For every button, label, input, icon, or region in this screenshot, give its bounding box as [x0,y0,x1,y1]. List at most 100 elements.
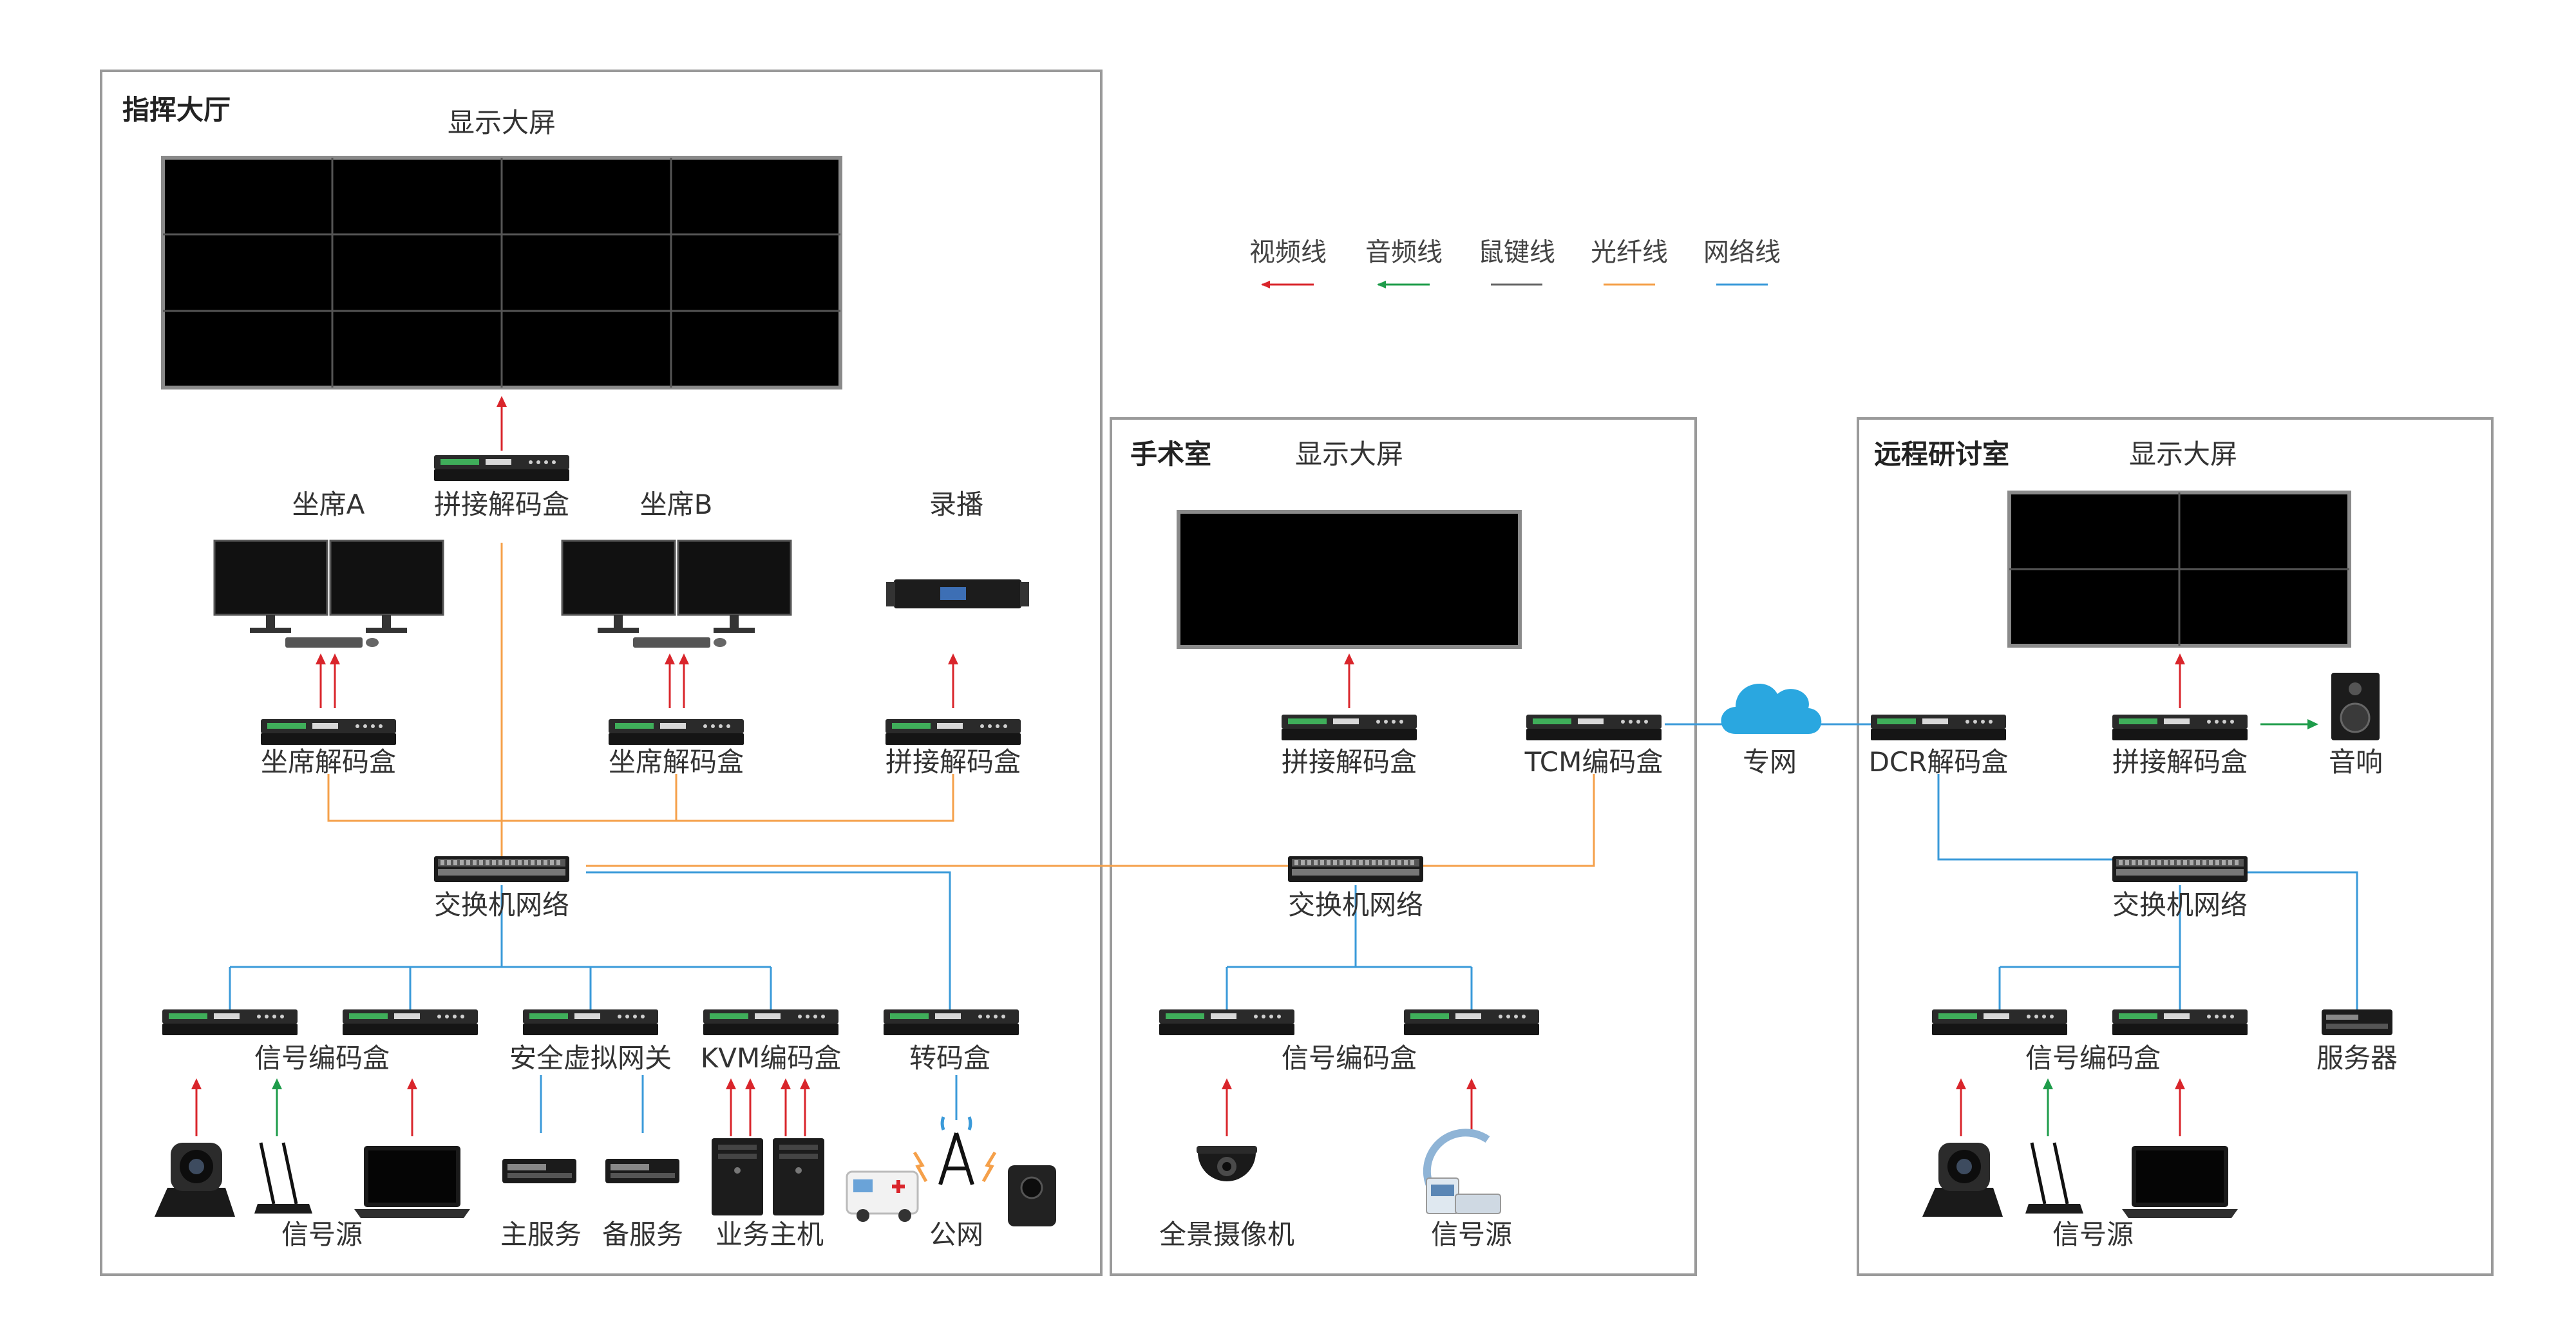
remote-switch [2112,856,2248,882]
host-tower-icon-1 [712,1138,763,1215]
remote-splice-decoder [2112,715,2248,740]
seat-b-label: 坐席B [640,489,713,520]
net-line-dcr-to-switch [1937,774,2112,861]
command-switch-label: 交换机网络 [434,889,569,921]
body-camera-icon [1008,1165,1056,1226]
cloud-icon [1721,683,1822,734]
backup-service-label: 备服务 [602,1219,683,1250]
surgery-screen [1177,510,1522,649]
panoramic-camera-label: 全景摄像机 [1159,1219,1294,1250]
backup-server-icon [605,1159,679,1183]
surgery-screen-label: 显示大屏 [1295,438,1403,470]
tcm-encoder-label: TCM编码盒 [1524,746,1663,778]
arrowhead [272,1078,282,1089]
recorder-device [886,579,1029,608]
arrowhead [948,653,958,664]
command-video-wall [161,156,842,389]
host-tower-icon-2 [773,1138,824,1215]
arrowhead [679,653,689,664]
dome-camera-icon [1197,1146,1257,1181]
legend: 视频线 音频线 鼠键线 光纤线 网络线 [1249,238,1781,288]
seat-b-decoder [609,719,744,745]
arrowhead [497,396,507,407]
arrowhead [330,653,340,664]
command-switch [434,856,569,882]
arrowhead [1956,1078,1966,1089]
arrowhead [1466,1078,1477,1089]
seat-a-decoder [261,719,396,745]
signal-encoder-label: 信号编码盒 [254,1042,390,1074]
arrowhead [800,1078,810,1089]
arrowhead [407,1078,417,1089]
c-arm-device-icon [1423,1129,1501,1214]
remote-switch-label: 交换机网络 [2112,889,2248,921]
connections [195,402,2358,1136]
business-host-label: 业务主机 [715,1219,824,1250]
surgery-encoder-2 [1404,1009,1539,1035]
surgery-splice-decoder [1282,715,1417,740]
server-label: 服务器 [2316,1042,2398,1074]
legend-label-audio: 音频线 [1365,238,1443,267]
arrowhead [2175,1078,2185,1089]
surgery-splice-decoder-label: 拼接解码盒 [1282,746,1417,778]
legend-label-video: 视频线 [1249,238,1327,267]
signal-encoder-2 [343,1009,478,1035]
legend-arrow-video [1261,281,1270,288]
arrowhead [726,1078,736,1089]
signal-source-label: 信号源 [281,1219,363,1250]
legend-label-network: 网络线 [1703,238,1781,267]
tcm-encoder [1526,715,1662,740]
record-label: 录播 [929,489,983,520]
dcr-decoder [1871,715,2006,740]
remote-encoder-2 [2112,1009,2248,1035]
surgery-encoder-label: 信号编码盒 [1282,1042,1417,1074]
fiber-line-surgery-to-tcm [1423,774,1595,867]
transcoder [884,1009,1019,1035]
main-service-label: 主服务 [500,1219,582,1250]
server-icon [2322,1009,2392,1035]
signal-encoder-1 [162,1009,298,1035]
surgery-switch-label: 交换机网络 [1288,889,1423,921]
surgery-encoder-1 [1159,1009,1294,1035]
record-decoder-label: 拼接解码盒 [886,746,1021,778]
remote-room-title: 远程研讨室 [1874,438,2009,470]
speaker-label: 音响 [2329,746,2383,778]
surgery-signal-source-label: 信号源 [1431,1219,1512,1250]
security-gateway-label: 安全虚拟网关 [509,1042,672,1074]
remote-encoder-1 [1932,1009,2067,1035]
kvm-encoder-label: KVM编码盒 [701,1042,842,1074]
seat-a-label: 坐席A [292,489,365,520]
record-decoder [886,719,1021,745]
speaker-icon [2331,673,2380,740]
surgery-room-title: 手术室 [1130,438,1211,470]
command-screen-label: 显示大屏 [448,107,556,138]
public-net-label: 公网 [929,1219,983,1250]
arrowhead [745,1078,755,1089]
net-line-switch-to-server [2248,871,2358,1009]
remote-video-wall [2007,491,2351,648]
kvm-encoder [703,1009,838,1035]
arrowhead [781,1078,791,1089]
main-server-icon [502,1159,576,1183]
seat-b-decoder-label: 坐席解码盒 [609,746,744,778]
arrowhead [1222,1078,1232,1089]
arrowhead [1344,653,1354,664]
remote-screen-label: 显示大屏 [2129,438,2237,470]
command-splice-decoder [434,455,569,481]
surgery-switch [1288,856,1423,882]
transcoder-label: 转码盒 [909,1042,990,1074]
signal-tower-icon [913,1116,997,1185]
legend-arrow-audio [1377,281,1386,288]
legend-label-fiber: 光纤线 [1591,238,1668,267]
remote-signal-source-label: 信号源 [2052,1219,2134,1250]
remote-encoder-label: 信号编码盒 [2025,1042,2161,1074]
arrowhead [2307,719,2318,729]
remote-splice-decoder-label: 拼接解码盒 [2112,746,2248,778]
arrowhead [2175,653,2185,664]
net-line-switch-to-transcoder [586,871,951,1009]
dcr-decoder-label: DCR解码盒 [1869,746,2009,778]
arrowhead [191,1078,202,1089]
private-net-label: 专网 [1743,746,1797,778]
command-splice-decoder-label: 拼接解码盒 [434,489,569,520]
